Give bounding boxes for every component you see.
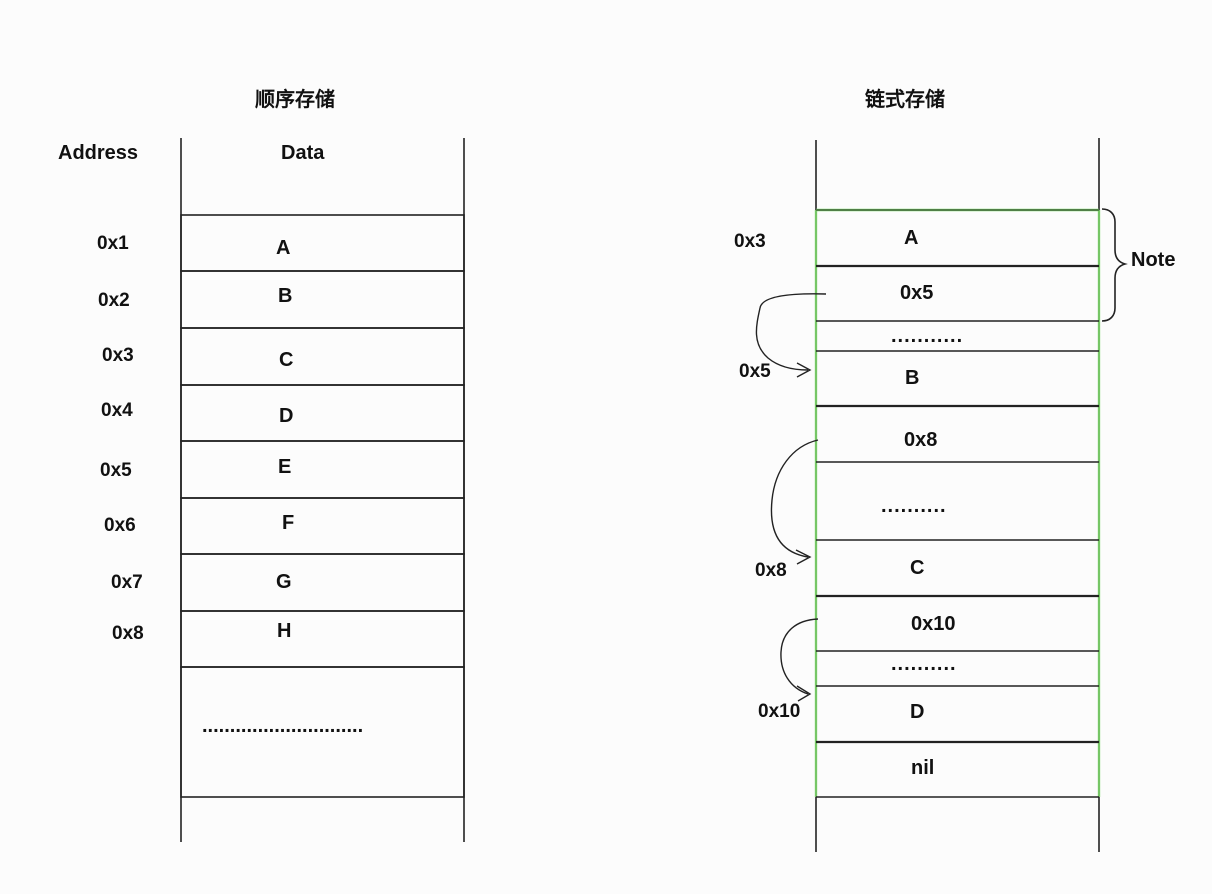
sequential-address-1: 0x1 xyxy=(97,233,129,254)
note-brace xyxy=(1101,208,1128,322)
node-b-next: 0x8 xyxy=(904,429,938,451)
node-a-next: 0x5 xyxy=(900,282,934,304)
sequential-cell-5 xyxy=(180,440,465,499)
linked-address-1: 0x3 xyxy=(734,231,766,252)
sequential-address-6: 0x6 xyxy=(104,515,136,536)
sequential-data-4: D xyxy=(279,405,294,427)
node-b-data: B xyxy=(905,367,920,389)
sequential-address-7: 0x7 xyxy=(111,572,143,593)
pointer-arrow-a-to-b xyxy=(755,293,827,371)
sequential-data-7: G xyxy=(276,571,292,593)
sequential-cell-2 xyxy=(180,270,465,329)
data-header: Data xyxy=(281,142,325,164)
linked-address-3: 0x8 xyxy=(755,560,787,581)
sequential-data-5: E xyxy=(278,456,292,478)
sequential-ellipsis: ............................. xyxy=(202,715,364,737)
sequential-free-block xyxy=(180,666,465,798)
sequential-cell-4 xyxy=(180,384,465,442)
linked-gap-2: .......... xyxy=(881,495,947,517)
sequential-memory xyxy=(180,138,465,842)
sequential-cell-1 xyxy=(180,214,465,272)
sequential-cell-7 xyxy=(180,553,465,612)
note-label: Note xyxy=(1131,249,1176,271)
node-d-data: D xyxy=(910,701,925,723)
sequential-cell-6 xyxy=(180,497,465,555)
pointer-arrow-c-to-d xyxy=(780,618,819,695)
pointer-arrow-b-to-c-head xyxy=(795,549,812,565)
node-c-data: C xyxy=(910,557,925,579)
linked-memory xyxy=(755,138,1128,852)
linked-address-2: 0x5 xyxy=(739,361,771,382)
sequential-data-6: F xyxy=(282,512,295,534)
pointer-arrow-b-to-c xyxy=(770,439,819,558)
sequential-title: 顺序存储 xyxy=(255,89,335,111)
pointer-arrow-a-to-b-head xyxy=(796,362,812,378)
node-c-next: 0x10 xyxy=(911,613,956,635)
sequential-address-5: 0x5 xyxy=(100,460,132,481)
sequential-address-2: 0x2 xyxy=(98,290,130,311)
sequential-cell-8 xyxy=(180,610,465,668)
sequential-address-8: 0x8 xyxy=(112,623,144,644)
pointer-arrow-c-to-d-head xyxy=(796,685,812,702)
sequential-data-3: C xyxy=(279,349,294,371)
linked-address-4: 0x10 xyxy=(758,701,801,722)
sequential-address-3: 0x3 xyxy=(102,345,134,366)
address-header: Address xyxy=(58,142,139,164)
linked-gap-1: ........... xyxy=(891,325,964,347)
node-a-data: A xyxy=(904,227,919,249)
sequential-address-4: 0x4 xyxy=(101,400,133,421)
sequential-data-2: B xyxy=(278,285,293,307)
linked-title: 链式存储 xyxy=(865,89,945,111)
sequential-data-1: A xyxy=(276,237,291,259)
node-d-next: nil xyxy=(911,757,935,779)
sequential-data-8: H xyxy=(277,620,292,642)
linked-gap-3: .......... xyxy=(891,653,957,675)
sequential-cell-3 xyxy=(180,327,465,386)
